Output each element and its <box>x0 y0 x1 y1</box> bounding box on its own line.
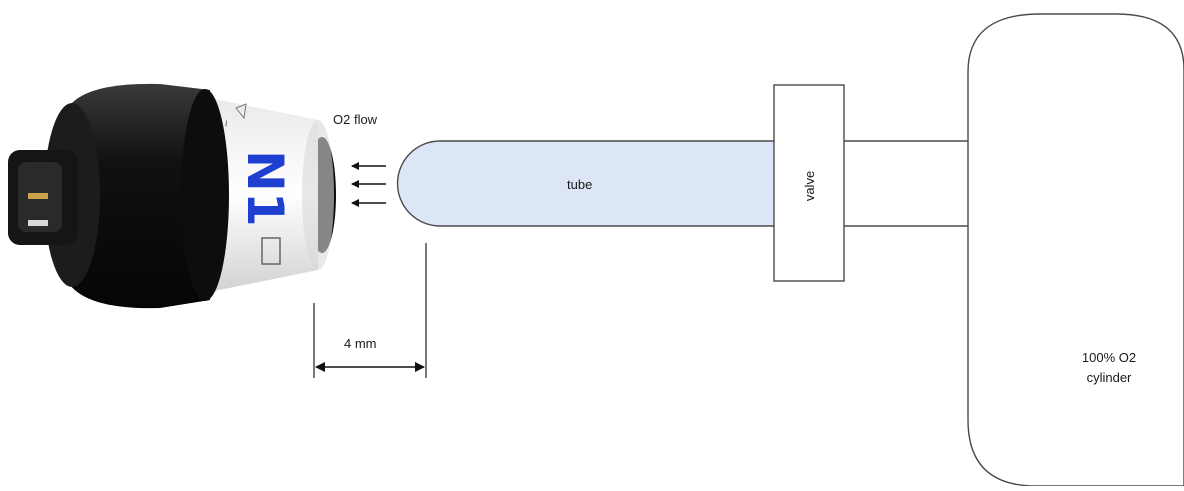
o2-cylinder <box>968 14 1184 486</box>
oxygen-sensor: ~ N1 <box>8 84 336 308</box>
cylinder-label-line1: 100% O2 <box>1082 350 1136 365</box>
tube-label: tube <box>567 177 592 192</box>
cylinder-label-line2: cylinder <box>1087 370 1132 385</box>
distance-dimension <box>314 243 426 378</box>
sensor-band-print: ~ <box>219 120 233 127</box>
valve-label: valve <box>802 171 817 201</box>
o2-flow-arrows <box>352 166 386 203</box>
distance-label: 4 mm <box>344 336 377 351</box>
sensor-marking: N1 <box>236 150 294 227</box>
o2-flow-label: O2 flow <box>333 112 378 127</box>
